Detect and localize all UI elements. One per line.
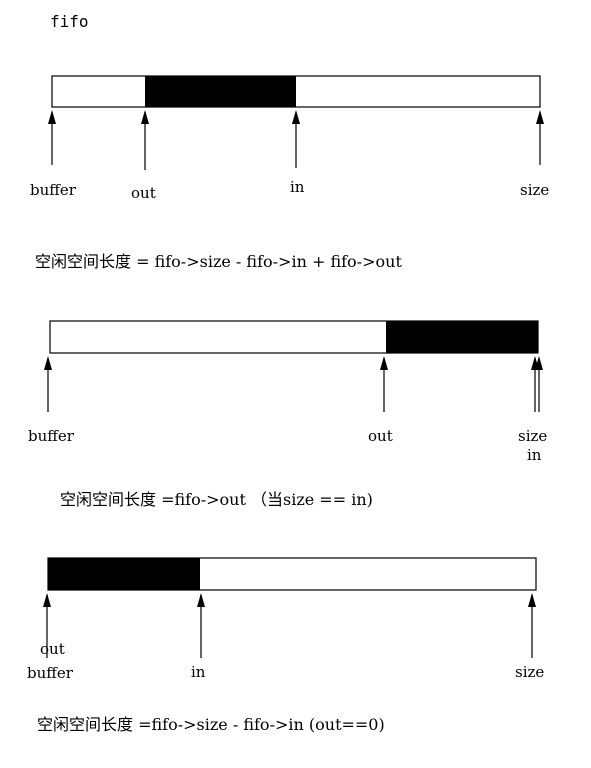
used-segment-3 [48,558,200,590]
label-size-3: size [515,663,545,681]
diagram-title: fifo [50,12,89,31]
label-out-1: out [131,184,156,202]
label-out-2: out [368,427,393,445]
label-in-1: in [290,178,305,196]
label-out-3: out [40,640,65,658]
label-size-1: size [520,181,550,199]
label-buffer-2: buffer [28,427,74,445]
formula-3: 空闲空间长度 =fifo->size - fifo->in (out==0) [37,715,385,734]
formula-1: 空闲空间长度 = fifo->size - fifo->in + fifo->o… [35,252,402,271]
formula-2: 空闲空间长度 =fifo->out （当size == in) [60,490,373,509]
label-in-3: in [191,663,206,681]
used-segment-2 [386,321,538,353]
label-buffer-3: buffer [27,664,73,682]
used-segment-1 [145,76,296,107]
label-in-2: in [527,446,542,464]
label-buffer-1: buffer [30,181,76,199]
label-size-2: size [518,427,548,445]
